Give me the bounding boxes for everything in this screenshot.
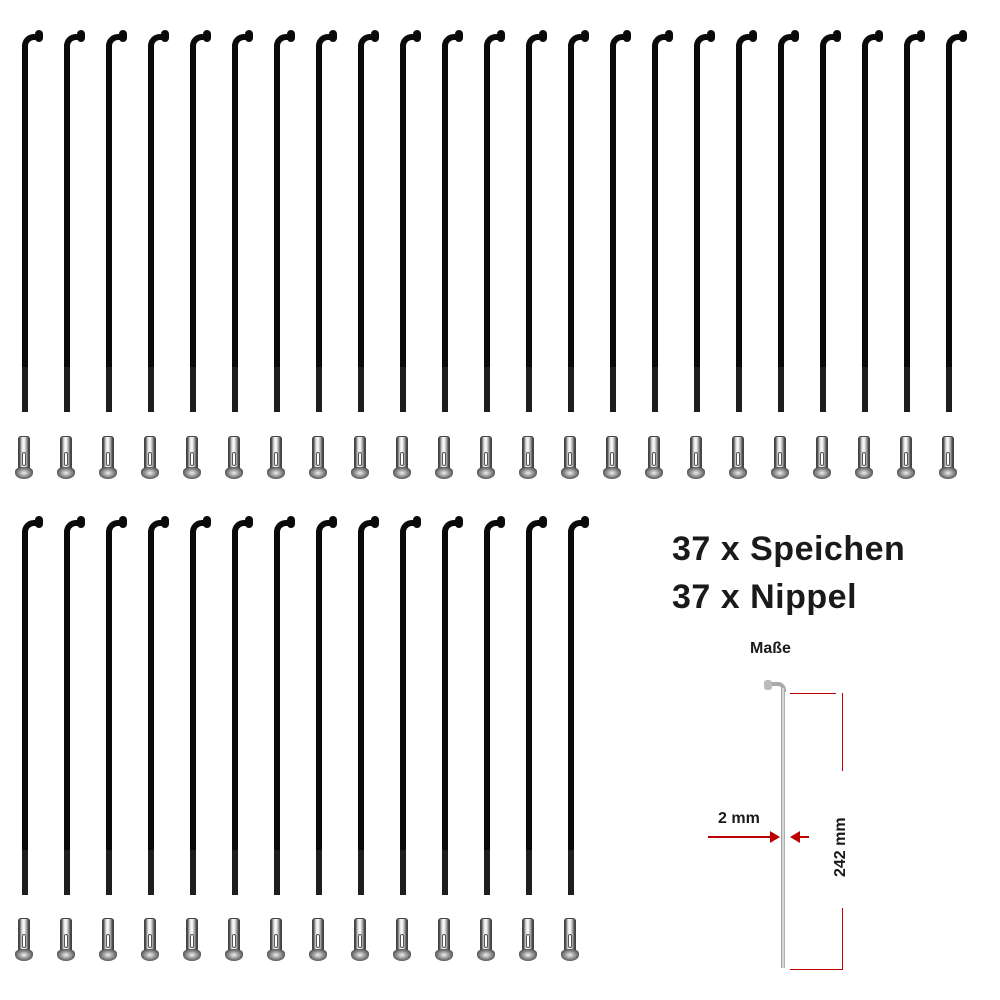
spoke (358, 516, 388, 895)
length-upper-line (842, 693, 843, 771)
spoke (610, 30, 640, 412)
headline-spokes: 37 x Speichen (672, 530, 906, 568)
spoke (358, 30, 388, 412)
spoke (400, 516, 430, 895)
spoke (274, 516, 304, 895)
spoke (736, 30, 766, 412)
diameter-right-line (799, 836, 809, 838)
diameter-left-line (708, 836, 772, 838)
nipple (519, 436, 537, 480)
diagram-spoke-head (764, 680, 772, 690)
nipple (939, 436, 957, 480)
nipple (603, 436, 621, 480)
spoke (106, 30, 136, 412)
length-top-tick (790, 693, 836, 694)
nipple (477, 436, 495, 480)
nipple (393, 918, 411, 962)
diagram-spoke (781, 688, 785, 968)
diameter-right-arrow-icon (790, 831, 800, 843)
diagram-spoke-bend (766, 682, 786, 692)
nipple (351, 436, 369, 480)
nipple (435, 436, 453, 480)
spoke (148, 516, 178, 895)
nipple (225, 436, 243, 480)
nipple (183, 436, 201, 480)
spoke (106, 516, 136, 895)
nipple (813, 436, 831, 480)
spoke (232, 30, 262, 412)
spoke (22, 516, 52, 895)
diameter-left-arrow-icon (770, 831, 780, 843)
spoke (190, 30, 220, 412)
spoke (232, 516, 262, 895)
nipple (561, 436, 579, 480)
nipple (141, 918, 159, 962)
nipple (477, 918, 495, 962)
nipple (183, 918, 201, 962)
nipple (561, 918, 579, 962)
spoke (316, 30, 346, 412)
nipple (99, 918, 117, 962)
nipple (393, 436, 411, 480)
spoke (904, 30, 934, 412)
spoke (652, 30, 682, 412)
spoke (946, 30, 976, 412)
diameter-label: 2 mm (718, 810, 760, 827)
nipple (519, 918, 537, 962)
spoke (820, 30, 850, 412)
nipple (15, 918, 33, 962)
spoke (400, 30, 430, 412)
nipple (99, 436, 117, 480)
headline-nipples: 37 x Nippel (672, 578, 858, 616)
nipple (57, 918, 75, 962)
spoke (694, 30, 724, 412)
spoke (526, 30, 556, 412)
nipple (225, 918, 243, 962)
spoke (316, 516, 346, 895)
dimensions-label: Maße (750, 640, 791, 657)
nipple (855, 436, 873, 480)
spoke (862, 30, 892, 412)
nipple (645, 436, 663, 480)
spoke (22, 30, 52, 412)
nipple (309, 918, 327, 962)
nipple (729, 436, 747, 480)
nipple (141, 436, 159, 480)
nipple (771, 436, 789, 480)
spoke (64, 516, 94, 895)
nipple (267, 918, 285, 962)
length-lower-line (842, 908, 843, 970)
spoke (190, 516, 220, 895)
nipple (435, 918, 453, 962)
nipple (15, 436, 33, 480)
length-label: 242 mm (832, 817, 849, 877)
nipple (267, 436, 285, 480)
nipple (351, 918, 369, 962)
spoke (778, 30, 808, 412)
spoke (148, 30, 178, 412)
spoke (568, 30, 598, 412)
nipple (897, 436, 915, 480)
spoke (484, 516, 514, 895)
spoke (274, 30, 304, 412)
spoke (64, 30, 94, 412)
nipple (687, 436, 705, 480)
length-bottom-tick (790, 969, 843, 970)
spoke (442, 30, 472, 412)
nipple (57, 436, 75, 480)
spoke (484, 30, 514, 412)
spoke (442, 516, 472, 895)
nipple (309, 436, 327, 480)
spoke (526, 516, 556, 895)
spoke (568, 516, 598, 895)
